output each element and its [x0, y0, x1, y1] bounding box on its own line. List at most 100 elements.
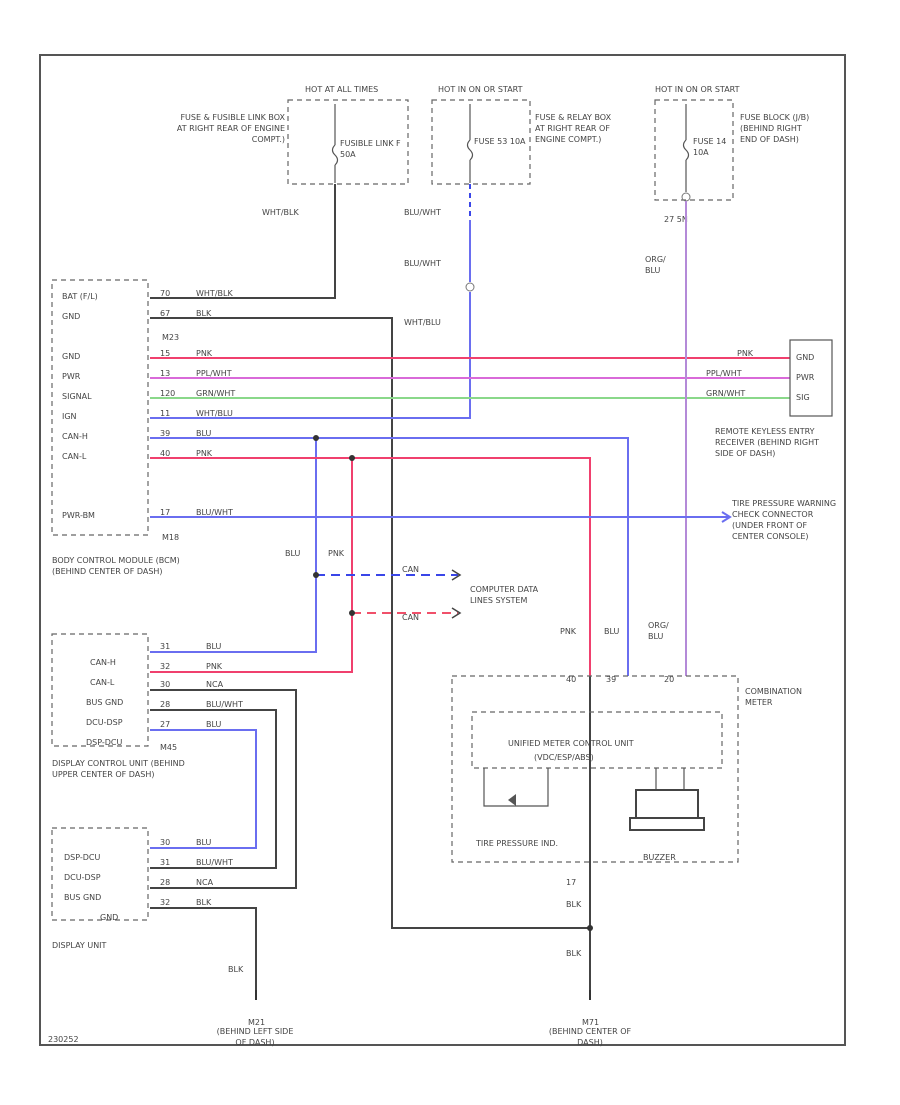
keyless-box — [789, 339, 833, 417]
splice-can-l — [349, 455, 355, 461]
bcm-pin-8: PWR-BM — [62, 511, 95, 520]
hot-at-all-times-heading: HOT AT ALL TIMES — [305, 85, 378, 94]
du-pin-num-3: 32 — [160, 898, 170, 907]
fuse-53-label-wrap: FUSE 53 10A — [474, 137, 526, 146]
bcm-pin-0: BAT (F/L) — [62, 292, 98, 301]
fusible-link-label-wrap: FUSIBLE LINK F 50A — [340, 139, 401, 159]
dcu-connector: M45 — [160, 743, 177, 752]
wire-label-blu-wht-1: BLU/WHT — [404, 208, 441, 217]
power-source-hot-at-all-times: HOT AT ALL TIMES FUSE & FUSIBLE LINK BOX… — [177, 85, 409, 217]
bcm-label-wrap: BODY CONTROL MODULE (BCM) (BEHIND CENTER… — [52, 556, 180, 576]
splice-can-h — [313, 435, 319, 441]
ground-right-wire: BLK — [566, 949, 582, 958]
ground-left-location: (BEHIND LEFT SIDE OF DASH) — [216, 1027, 294, 1047]
ground-left-location-wrap: (BEHIND LEFT SIDE OF DASH) — [216, 1027, 294, 1047]
dcu-pin-num-0: 31 — [160, 642, 170, 651]
hot-in-on-right-heading: HOT IN ON OR START — [655, 85, 740, 94]
du-pin-3: GND — [100, 913, 118, 922]
dcu-pin-2: BUS GND — [86, 698, 123, 707]
du-wire-3: BLK — [196, 898, 212, 907]
can-system-label: COMPUTER DATA LINES SYSTEM — [470, 585, 539, 605]
fuse-53-label: FUSE 53 10A — [474, 137, 526, 146]
du-wire-0: BLU — [196, 838, 212, 847]
keyless-pin-2: SIG — [796, 393, 810, 402]
ground-right-location: (BEHIND CENTER OF DASH) — [548, 1027, 632, 1047]
du-pin-2: BUS GND — [64, 893, 101, 902]
dcu-pin-num-4: 27 — [160, 720, 170, 729]
fuse-14-label-wrap: FUSE 14 10A — [693, 137, 726, 157]
ground-left-wire: BLK — [228, 965, 244, 974]
hot-in-on-middle-heading: HOT IN ON OR START — [438, 85, 523, 94]
wire-blu-can-h-meter — [150, 437, 629, 676]
bcm-wire-5: WHT/BLU — [196, 409, 233, 418]
meter-label-wrap: COMBINATION METER — [745, 687, 802, 707]
bcm-wire-7: PNK — [196, 449, 213, 458]
du-wire-2: NCA — [196, 878, 214, 887]
ground-left-id: M21 — [248, 1018, 265, 1027]
dcu-pin-num-2: 30 — [160, 680, 170, 689]
tpms-label: TIRE PRESSURE WARNING CHECK CONNECTOR (U… — [732, 499, 837, 541]
wire-blu-dsp-dcu — [150, 729, 257, 849]
keyless-wire-1: PPL/WHT — [706, 369, 742, 378]
dcu-pin-num-3: 28 — [160, 700, 170, 709]
fuse-relay-location: FUSE & RELAY BOX AT RIGHT REAR OF ENGINE… — [535, 113, 612, 144]
du-label: DISPLAY UNIT — [52, 941, 107, 950]
wire-pnk-can-l-meter — [150, 457, 591, 676]
keyless-wire-0: PNK — [737, 349, 754, 358]
du-pin-0: DSP-DCU — [64, 853, 101, 862]
meter-pin-39: 39 — [606, 675, 616, 684]
splice-can-h-data — [313, 572, 319, 578]
dcu-pin-num-1: 32 — [160, 662, 170, 671]
meter-box — [451, 675, 739, 863]
can-arrow-blu — [451, 569, 462, 581]
dcu-wire-2: NCA — [206, 680, 224, 689]
keyless-pin-1: PWR — [796, 373, 815, 382]
wire-nca-bus-gnd — [150, 689, 297, 889]
tpms-arrow — [721, 511, 732, 523]
diagram-frame — [39, 54, 846, 1046]
fusible-link-box — [287, 99, 409, 185]
keyless-wire-2: GRN/WHT — [706, 389, 745, 398]
splice-ground-m71 — [587, 925, 593, 931]
ground-m71: BLK M71 (BEHIND CENTER OF DASH) — [548, 949, 632, 1047]
wire-label-wht-blu: WHT/BLU — [404, 318, 441, 327]
org-blu-top-wrap: ORG/ BLU — [645, 255, 666, 275]
du-pin-num-2: 28 — [160, 878, 170, 887]
keyless-label: REMOTE KEYLESS ENTRY RECEIVER (BEHIND RI… — [715, 427, 819, 458]
keyless-pin-0: GND — [796, 353, 814, 362]
buzzer-wires — [655, 768, 685, 790]
meter-label: COMBINATION METER — [745, 687, 802, 707]
bcm-wire-6: BLU — [196, 429, 212, 438]
bcm-wire-4: GRN/WHT — [196, 389, 235, 398]
meter-pin-40: 40 — [566, 675, 576, 684]
du-pin-num-1: 31 — [160, 858, 170, 867]
bcm-pin-4: SIGNAL — [62, 392, 92, 401]
dcu-label-wrap: DISPLAY CONTROL UNIT (BEHIND UPPER CENTE… — [52, 759, 185, 779]
bcm-pin-7: CAN-L — [62, 452, 87, 461]
bcm-pin-num-2: 15 — [160, 349, 170, 358]
dcu-wire-0: BLU — [206, 642, 222, 651]
dcu-pin-4: DSP-DCU — [86, 738, 123, 747]
bcm-pin-num-1: 67 — [160, 309, 170, 318]
can-arrow-pnk — [451, 607, 462, 619]
tire-ind-label: TIRE PRESSURE IND. — [475, 839, 559, 848]
meter-wire-pnk: PNK — [560, 627, 577, 636]
buzzer-icon — [635, 789, 699, 819]
can-tag-blu: CAN — [402, 565, 419, 574]
wire-blk-bcm-ground — [150, 317, 590, 929]
can-wire-blu-label: BLU — [285, 549, 301, 558]
wire-pnk-can-l-dcu — [150, 458, 353, 673]
meter-wire-org: ORG/ BLU — [648, 621, 669, 641]
body-control-module: BAT (F/L) GND GND PWR SIGNAL IGN CAN-H C… — [51, 279, 235, 576]
du-wire-1: BLU/WHT — [196, 858, 233, 867]
bcm-wire-1: BLK — [196, 309, 212, 318]
tpms-label-wrap: TIRE PRESSURE WARNING CHECK CONNECTOR (U… — [732, 499, 837, 541]
dcu-label: DISPLAY CONTROL UNIT (BEHIND UPPER CENTE… — [52, 759, 185, 779]
meter-wire-org-wrap: ORG/ BLU — [648, 621, 669, 641]
wire-label-org-blu-top: ORG/ BLU — [645, 255, 666, 275]
dcu-pin-0: CAN-H — [90, 658, 116, 667]
connector-circle-fuse-53 — [465, 282, 475, 292]
bcm-pin-6: CAN-H — [62, 432, 88, 441]
